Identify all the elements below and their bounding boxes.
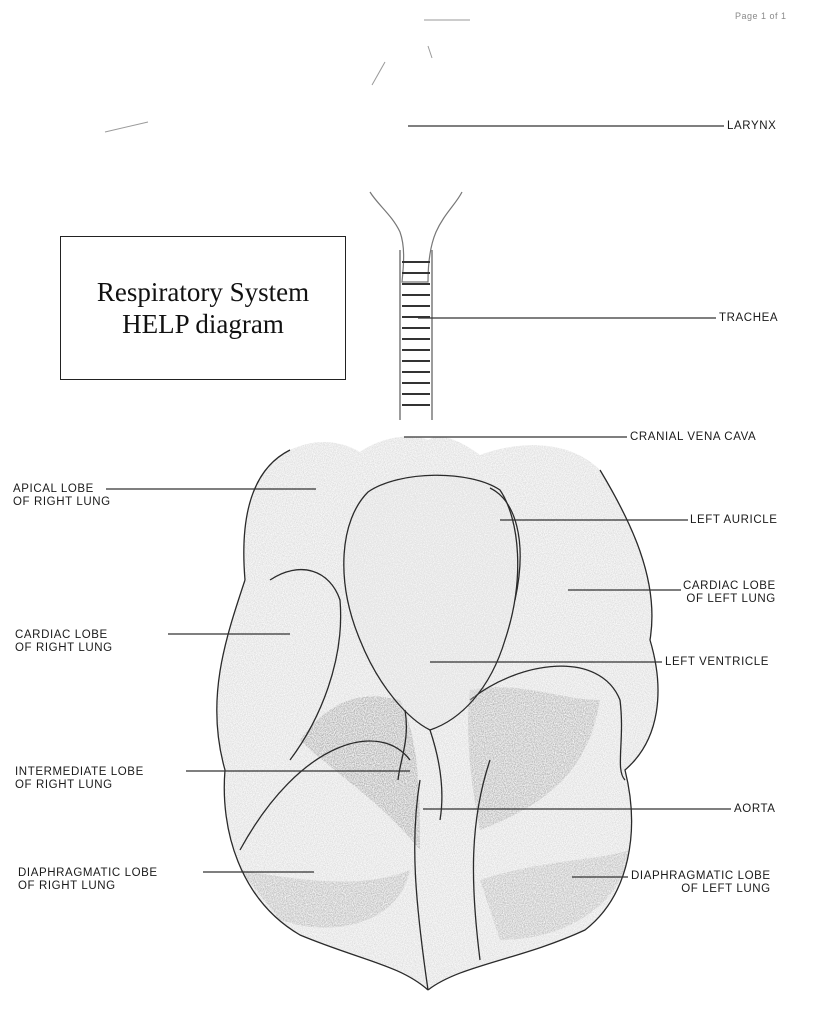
label-cardiac-lobe-left-lung: CARDIAC LOBE OF LEFT LUNG — [683, 580, 776, 606]
label-line: APICAL LOBE — [13, 483, 111, 496]
label-apical-lobe-right-lung: APICAL LOBE OF RIGHT LUNG — [13, 483, 111, 509]
label-line: INTERMEDIATE LOBE — [15, 766, 144, 779]
diagram-title: Respiratory System HELP diagram — [83, 276, 323, 340]
label-diaphragmatic-lobe-left-lung: DIAPHRAGMATIC LOBE OF LEFT LUNG — [631, 870, 771, 896]
larynx-shape — [370, 192, 462, 282]
label-cardiac-lobe-right-lung: CARDIAC LOBE OF RIGHT LUNG — [15, 629, 113, 655]
label-left-auricle: LEFT AURICLE — [690, 514, 778, 527]
label-line: CARDIAC LOBE — [683, 580, 776, 593]
label-cranial-vena-cava: CRANIAL VENA CAVA — [630, 431, 756, 444]
label-line: DIAPHRAGMATIC LOBE — [18, 867, 158, 880]
label-left-ventricle: LEFT VENTRICLE — [665, 656, 769, 669]
label-line: CARDIAC LOBE — [15, 629, 113, 642]
label-larynx: LARYNX — [727, 120, 776, 133]
label-line: OF LEFT LUNG — [631, 883, 771, 896]
trachea-shape — [400, 250, 432, 420]
label-line: OF RIGHT LUNG — [15, 779, 144, 792]
label-aorta: AORTA — [734, 803, 776, 816]
label-trachea: TRACHEA — [719, 312, 778, 325]
label-line: OF RIGHT LUNG — [15, 642, 113, 655]
label-intermediate-lobe-right-lung: INTERMEDIATE LOBE OF RIGHT LUNG — [15, 766, 144, 792]
page-number: Page 1 of 1 — [735, 11, 787, 21]
label-line: DIAPHRAGMATIC LOBE — [631, 870, 771, 883]
title-box: Respiratory System HELP diagram — [60, 236, 346, 380]
label-line: OF RIGHT LUNG — [18, 880, 158, 893]
label-line: OF RIGHT LUNG — [13, 496, 111, 509]
scan-marks — [105, 20, 470, 132]
label-diaphragmatic-lobe-right-lung: DIAPHRAGMATIC LOBE OF RIGHT LUNG — [18, 867, 158, 893]
label-line: OF LEFT LUNG — [683, 593, 776, 606]
